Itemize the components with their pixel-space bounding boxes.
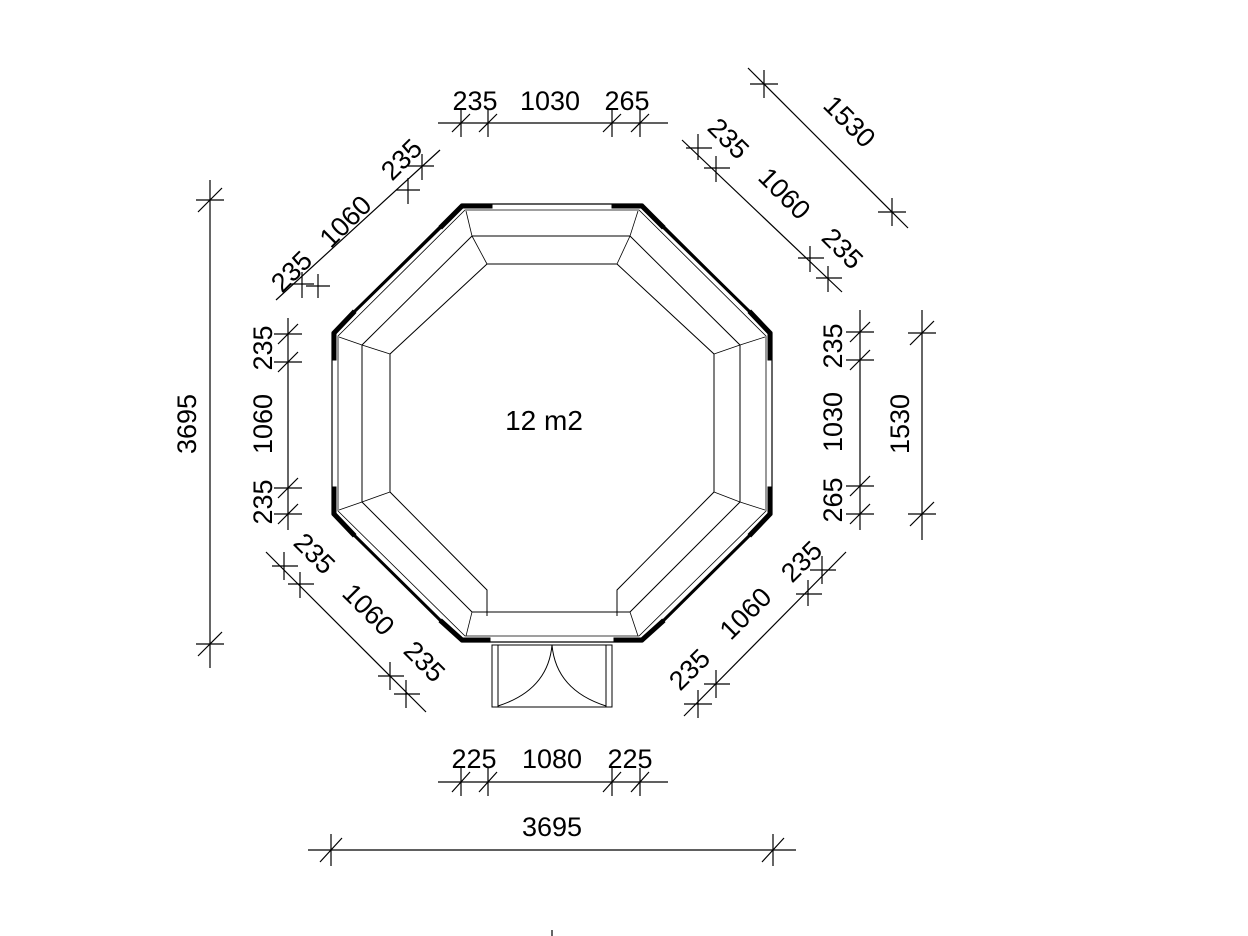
dim-bottom-middle: 1080 [522,744,582,774]
dim-bottom-left: 225 [451,744,496,774]
dimension-labels: 235 1030 265 1530 235 1060 235 235 1060 … [172,86,915,842]
dim-right-bottom: 265 [818,477,848,522]
dim-left-bottom: 235 [248,479,278,524]
building [332,204,772,708]
double-door [491,644,613,708]
dim-left-top: 235 [248,325,278,370]
dim-top-left: 235 [452,86,497,116]
dim-right-top: 235 [818,323,848,368]
dim-top-right: 265 [604,86,649,116]
dim-ne-outer: 1530 [818,90,882,154]
dim-nw-top: 235 [375,133,428,186]
dim-top-middle: 1030 [520,86,580,116]
dimension-lines [196,68,936,936]
dim-sw-top: 235 [288,527,341,580]
dim-bottom-total: 3695 [522,812,582,842]
corner-posts [334,206,770,640]
dim-left-middle: 1060 [248,394,278,454]
window-walls [353,226,751,622]
dim-se-bottom: 235 [663,643,716,696]
dim-ne-end: 235 [816,222,869,275]
dim-se-top: 235 [775,535,828,588]
glass-line [338,210,766,636]
bench-corner-lines [339,211,765,636]
dim-right-outer: 1530 [885,394,915,454]
bench-inner [390,264,714,616]
dim-right-middle: 1030 [818,392,848,452]
dim-bottom-right: 225 [607,744,652,774]
floor-area-label: 12 m2 [505,405,583,436]
dim-nw-middle: 1060 [314,190,378,254]
dim-se-middle: 1060 [714,582,778,646]
dim-nw-bottom: 235 [265,245,318,298]
dim-left-total: 3695 [172,394,202,454]
dim-ne-start: 235 [702,112,755,165]
